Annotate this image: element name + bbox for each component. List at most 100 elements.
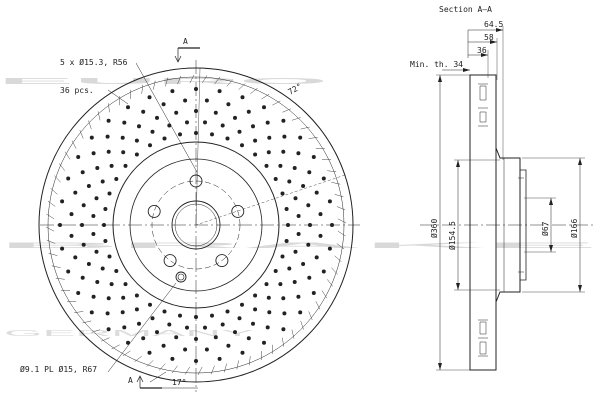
drilled-hole (315, 191, 319, 195)
drilled-hole (281, 150, 285, 154)
vane-tick (338, 231, 346, 236)
drilled-hole (167, 323, 171, 327)
vane-tick (119, 96, 120, 105)
drilled-hole (91, 232, 95, 236)
drilled-hole (95, 250, 99, 254)
drilled-hole (81, 276, 85, 280)
drilled-hole (330, 223, 334, 227)
drilled-hole (205, 99, 209, 103)
vane-tick (335, 194, 344, 197)
drilled-hole (194, 131, 198, 135)
drilled-hole (307, 170, 311, 174)
dim-360-label: Ø360 (429, 219, 439, 238)
drilled-hole (174, 111, 178, 115)
pin-leader (108, 283, 176, 372)
drilled-hole (251, 322, 255, 326)
drilled-hole (285, 207, 289, 211)
drilled-hole (241, 95, 245, 99)
drilled-hole (281, 296, 285, 300)
drilled-hole (278, 164, 282, 168)
drilled-hole (106, 311, 110, 315)
drilled-hole (148, 303, 152, 307)
drilled-hole (285, 239, 289, 243)
vane-tick (272, 345, 273, 354)
drilled-hole (151, 316, 155, 320)
vane-tick (74, 311, 83, 312)
drilled-hole (241, 351, 245, 355)
watermark: EURO BRAKE GERMANY (0, 77, 600, 338)
drilled-hole (155, 116, 159, 120)
drilled-hole (296, 151, 300, 155)
drilled-hole (135, 294, 139, 298)
drilled-hole (226, 310, 230, 314)
drilled-hole (194, 315, 198, 319)
drilled-hole (170, 89, 174, 93)
drilled-hole (262, 105, 266, 109)
drilled-hole (178, 132, 182, 136)
section-marker-bottom: A (128, 376, 133, 385)
angle-bottom-ray (150, 372, 166, 382)
drilled-hole (247, 336, 251, 340)
drilled-hole (293, 280, 297, 284)
drilled-hole (238, 130, 242, 134)
vane-tick (309, 137, 318, 138)
drilled-hole (262, 341, 266, 345)
drilled-hole (293, 166, 297, 170)
drilled-hole (253, 139, 257, 143)
bolt-hole (164, 255, 176, 267)
pin-hole (176, 272, 186, 282)
drilled-hole (306, 243, 310, 247)
drilled-hole (322, 270, 326, 274)
vane-tick (56, 278, 65, 279)
drilled-hole (183, 348, 187, 352)
drilled-hole (265, 164, 269, 168)
dim-arrowheads (438, 28, 582, 370)
drilled-hole (90, 310, 94, 314)
drilled-hole (60, 247, 64, 251)
drilled-hole (141, 336, 145, 340)
vane-tick (46, 214, 54, 219)
drilled-hole (178, 314, 182, 318)
drilled-hole (214, 335, 218, 339)
drilled-hole (122, 325, 126, 329)
drilled-hole (66, 177, 70, 181)
drilled-hole (278, 282, 282, 286)
vane-tick (331, 182, 340, 184)
vane-tick (108, 103, 109, 112)
drilled-hole (282, 135, 286, 139)
drilled-hole (221, 124, 225, 128)
holes-leader (108, 90, 128, 104)
vane-tick (65, 152, 70, 160)
drilled-hole (298, 136, 302, 140)
drilled-hole (315, 255, 319, 259)
drilled-hole (163, 137, 167, 141)
dim-64-5-label: 64.5 (484, 20, 503, 29)
drilled-hole (76, 291, 80, 295)
vane-tick (142, 85, 143, 94)
drilled-hole (121, 296, 125, 300)
drilled-hole (301, 184, 305, 188)
angle-bottom-label: 17° (172, 378, 186, 387)
drilled-hole (108, 255, 112, 259)
drilled-hole (218, 89, 222, 93)
vane-tick (123, 351, 131, 356)
drilled-hole (121, 136, 125, 140)
watermark-line-1: EURO (0, 77, 328, 86)
drilled-hole (282, 311, 286, 315)
vent-channels (478, 84, 488, 356)
drilled-hole (73, 191, 77, 195)
bolt-callout: 5 x Ø15.3, R56 (60, 57, 128, 67)
drilled-hole (114, 177, 118, 181)
section-view (420, 26, 595, 370)
drilled-hole (194, 87, 198, 91)
drilled-hole (70, 212, 74, 216)
vane-tick (338, 219, 346, 223)
vane-tick (72, 141, 76, 149)
drilled-hole (286, 223, 290, 227)
drilled-hole (81, 170, 85, 174)
drilled-hole (226, 137, 230, 141)
drilled-hole (163, 310, 167, 314)
drilled-hole (312, 291, 316, 295)
